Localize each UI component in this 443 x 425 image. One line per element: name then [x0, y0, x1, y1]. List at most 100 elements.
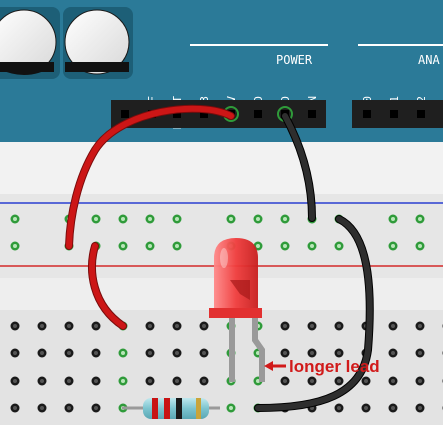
black-wire-gnd-to-rail	[281, 112, 316, 222]
resistor-band-2	[164, 398, 170, 419]
hole-center	[121, 379, 125, 383]
hole-center	[202, 324, 206, 328]
capacitor-left	[0, 7, 60, 79]
hole-center	[418, 217, 422, 221]
annotation-arrow-head	[264, 361, 273, 371]
hole-center	[175, 324, 179, 328]
hole-center	[310, 244, 314, 248]
led	[209, 238, 265, 382]
hole-center	[13, 324, 17, 328]
hole-center	[364, 379, 368, 383]
analog-header-title: ANA	[418, 53, 440, 67]
hole-center	[256, 217, 260, 221]
hole-center	[148, 379, 152, 383]
hole-center	[148, 351, 152, 355]
hole-center	[40, 379, 44, 383]
hole-center	[40, 406, 44, 410]
hole-center	[418, 351, 422, 355]
hole-center	[337, 406, 341, 410]
hole-center	[94, 217, 98, 221]
hole-center	[337, 324, 341, 328]
hole-center	[391, 379, 395, 383]
hole-center	[148, 324, 152, 328]
breadboard-holes	[10, 214, 443, 413]
longer-lead-annotation: longer lead	[264, 357, 380, 376]
hole-center	[391, 324, 395, 328]
header-socket	[308, 110, 316, 118]
hole-center	[418, 324, 422, 328]
header-socket	[254, 110, 262, 118]
resistor-band-1	[152, 398, 158, 419]
hole-center	[121, 217, 125, 221]
hole-center	[67, 324, 71, 328]
hole-center	[391, 351, 395, 355]
hole-center	[229, 406, 233, 410]
hole-center	[202, 351, 206, 355]
header-socket	[121, 110, 129, 118]
header-socket	[200, 110, 208, 118]
hole-center	[418, 406, 422, 410]
hole-center	[13, 217, 17, 221]
red-wire-5v-to-rail	[65, 104, 235, 250]
hole-center	[121, 351, 125, 355]
hole-center	[283, 351, 287, 355]
hole-center	[391, 406, 395, 410]
led-short-lead	[229, 318, 235, 382]
hole-center	[67, 406, 71, 410]
header-socket	[363, 110, 371, 118]
resistor	[122, 398, 220, 419]
hole-center	[418, 379, 422, 383]
hole-center	[337, 351, 341, 355]
hole-center	[175, 351, 179, 355]
header-socket	[390, 110, 398, 118]
hole-center	[337, 244, 341, 248]
hole-center	[310, 351, 314, 355]
hole-center	[13, 406, 17, 410]
hole-center	[310, 324, 314, 328]
hole-center	[94, 406, 98, 410]
hole-center	[148, 244, 152, 248]
hole-center	[283, 324, 287, 328]
hole-center	[67, 379, 71, 383]
hole-center	[175, 244, 179, 248]
hole-center	[391, 217, 395, 221]
hole-center	[364, 406, 368, 410]
hole-center	[94, 324, 98, 328]
hole-center	[175, 217, 179, 221]
hole-center	[40, 351, 44, 355]
breadboard-edge-strip	[0, 142, 443, 194]
hole-center	[94, 379, 98, 383]
hole-center	[13, 244, 17, 248]
hole-center	[391, 244, 395, 248]
hole-center	[229, 217, 233, 221]
hole-center	[418, 244, 422, 248]
hole-center	[337, 379, 341, 383]
hole-center	[121, 244, 125, 248]
black-wire-rail-to-resistor	[254, 215, 374, 412]
red-wire-rail-to-led	[88, 242, 127, 330]
hole-center	[283, 217, 287, 221]
hole-center	[175, 379, 179, 383]
hole-center	[13, 351, 17, 355]
power-header-title: POWER	[276, 53, 313, 67]
hole-center	[67, 351, 71, 355]
led-rim	[209, 308, 262, 318]
hole-center	[40, 324, 44, 328]
header-socket	[417, 110, 425, 118]
hole-center	[202, 379, 206, 383]
hole-center	[148, 217, 152, 221]
led-long-lead	[252, 318, 265, 382]
hole-center	[310, 379, 314, 383]
hole-center	[256, 244, 260, 248]
led-body	[214, 238, 258, 310]
hole-center	[283, 379, 287, 383]
hole-center	[283, 244, 287, 248]
capacitor-right	[63, 7, 133, 79]
resistor-band-3	[176, 398, 182, 419]
header-socket	[173, 110, 181, 118]
hole-center	[94, 351, 98, 355]
resistor-band-4	[196, 398, 201, 419]
hole-center	[13, 379, 17, 383]
